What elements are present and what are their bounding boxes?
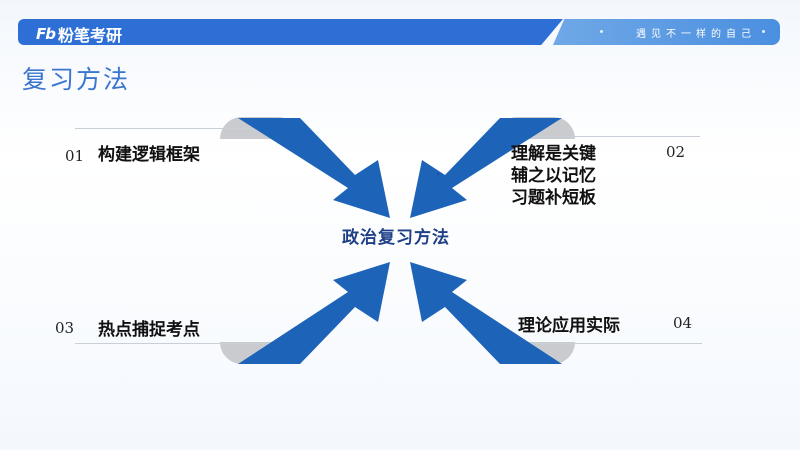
slogan-dot-left	[600, 30, 603, 33]
item-number-04: 04	[673, 314, 693, 332]
item-text-04: 理论应用实际	[518, 315, 620, 337]
arrow-bottom-left	[238, 262, 390, 364]
item-02-line-3: 习题补短板	[511, 188, 596, 208]
item-01-line-1: 构建逻辑框架	[98, 145, 200, 165]
brand-mark: Fb	[36, 25, 56, 43]
slogan-dot-right	[762, 30, 765, 33]
brand-logo: Fb 粉笔考研	[36, 22, 122, 46]
header-right-band	[553, 19, 780, 45]
arrow-top-left	[238, 118, 390, 218]
item-number-02: 02	[666, 143, 686, 161]
header-left-band	[18, 19, 563, 45]
item-03-line-1: 热点捕捉考点	[98, 320, 200, 340]
rule-bottom-right	[492, 343, 702, 344]
arrow-top-right	[410, 118, 562, 218]
item-02-line-2: 辅之以记忆	[511, 166, 596, 186]
arrow-bottom-right	[410, 262, 562, 364]
item-04-line-1: 理论应用实际	[518, 316, 620, 336]
item-02-line-1: 理解是关键	[511, 144, 596, 164]
item-number-01: 01	[65, 147, 85, 165]
rule-top-left	[75, 128, 290, 129]
center-label: 政治复习方法	[342, 228, 450, 248]
item-number-03: 03	[55, 319, 75, 337]
header-bar: Fb 粉笔考研 遇见不一样的自己	[18, 19, 780, 45]
rule-top-right	[510, 136, 700, 137]
brand-name: 粉笔考研	[57, 26, 122, 45]
dot-marker	[437, 173, 439, 175]
item-text-03: 热点捕捉考点	[98, 319, 200, 341]
slogan: 遇见不一样的自己	[636, 29, 756, 40]
page-title: 复习方法	[22, 65, 131, 94]
item-text-01: 构建逻辑框架	[98, 144, 200, 166]
item-text-02: 理解是关键 辅之以记忆 习题补短板	[511, 143, 596, 209]
rule-bottom-left	[75, 343, 310, 344]
